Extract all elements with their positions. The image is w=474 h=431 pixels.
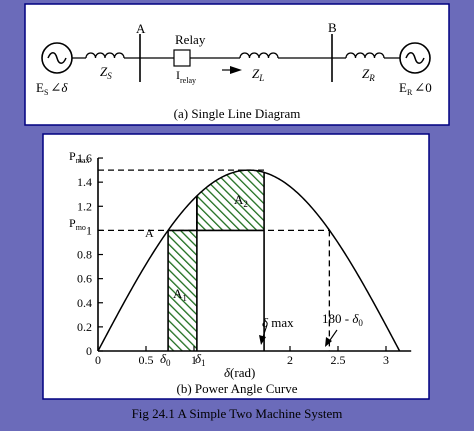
relay-box (173, 49, 191, 67)
y-tick-label: 1.2 (77, 199, 92, 213)
y-tick-label: 1.4 (77, 175, 92, 189)
zr-label: ZR (362, 66, 375, 83)
x-tick-label: 0.5 (139, 353, 154, 367)
figure-caption: Fig 24.1 A Simple Two Machine System (132, 406, 343, 421)
source-left (41, 42, 73, 74)
x-tick-label: 2 (287, 353, 293, 367)
single-line-caption: (a) Single Line Diagram (174, 106, 301, 121)
single-line-panel (24, 3, 450, 126)
area-a2-label: A2 (234, 192, 248, 209)
bus-b-label: B (328, 20, 337, 35)
point-a-label: A (145, 226, 154, 240)
delta0-label: δ0 (160, 351, 171, 368)
area-a1 (168, 230, 197, 351)
delta-max-label: δ max (262, 315, 294, 330)
inductor-zl-icon (239, 52, 279, 59)
arrow-right-icon (230, 66, 242, 74)
i-relay-label: Irelay (176, 68, 196, 85)
pmax-label: Pmax (69, 149, 89, 165)
pmo-label: Pmo (69, 216, 86, 232)
delta1-label: δ1 (195, 351, 206, 368)
area-a2 (196, 170, 265, 231)
arrow-down-icon (259, 335, 266, 345)
x-tick-label: 3 (383, 353, 389, 367)
sine-symbol-icon (47, 52, 67, 64)
source-right (399, 42, 431, 74)
es-label: ES∠δ (36, 80, 68, 97)
inductor-zr-icon (345, 52, 385, 59)
area-a1-label: A1 (173, 286, 187, 303)
y-tick-label: 0.2 (77, 320, 92, 334)
angle-180-label: 180 - δ0 (322, 311, 363, 328)
sine-symbol-icon (405, 52, 425, 64)
y-tick-label: 0.8 (77, 248, 92, 262)
power-angle-caption: (b) Power Angle Curve (177, 381, 298, 396)
arrow-down-icon (325, 337, 332, 347)
axis-ticks: 0 0.2 0.4 0.6 0.8 1 1.2 1.4 1.6 0 0.5 1 2 2.5 3 (77, 151, 389, 367)
zl-label: ZL (252, 66, 264, 83)
x-tick-label: 2.5 (331, 353, 346, 367)
inductor-zs-icon (85, 52, 125, 59)
y-tick-label: 1.6 (77, 151, 92, 165)
y-tick-label: 0.4 (77, 296, 92, 310)
relay-label: Relay (175, 32, 206, 47)
y-tick-label: 0.6 (77, 272, 92, 286)
x-tick-label: 0 (95, 353, 101, 367)
zs-label: ZS (100, 64, 112, 81)
y-tick-label: 1 (86, 223, 92, 237)
x-axis-label: δ(rad) (224, 365, 255, 380)
bus-a-label: A (136, 21, 146, 36)
er-label: ER∠0 (399, 80, 432, 97)
x-tick-label: 1 (191, 353, 197, 367)
y-tick-label: 0 (86, 344, 92, 358)
